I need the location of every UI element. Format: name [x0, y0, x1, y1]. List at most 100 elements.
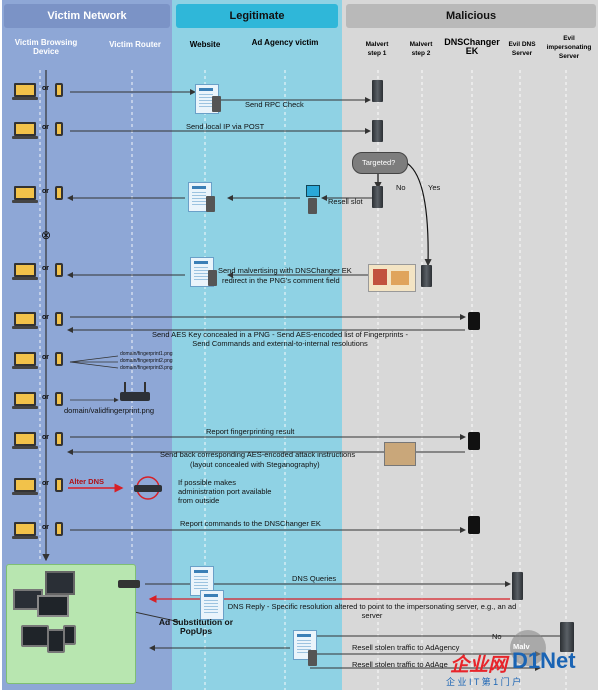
dnschanger-ek-server-icon [468, 516, 480, 534]
watermark-title-en: D1Net [512, 648, 576, 673]
subheader-browsing-device: Victim Browsing Device [14, 38, 78, 56]
msg-send-back-instructions: Send back corresponding AES-encoded atta… [160, 450, 356, 459]
laptop-icon [12, 392, 38, 409]
router-antenna-icon [144, 382, 146, 392]
watermark-tagline: 企 业 I T 第 1 门 户 [446, 677, 522, 687]
server-icon [308, 650, 317, 666]
msg-report-fingerprinting: Report fingerprinting result [206, 427, 295, 436]
msg-send-aes-key: Send AES Key concealed in a PNG - Send A… [152, 330, 408, 348]
compromised-devices-box [6, 564, 136, 684]
malvert-step1-server-icon [372, 80, 383, 102]
subheader-website: Website [189, 40, 221, 49]
targeted-decision [352, 152, 408, 174]
phone-dark-icon [63, 625, 76, 645]
server-icon [208, 270, 217, 286]
fingerprint-1-label: domain/fingerprint1.png [120, 351, 173, 357]
or-label: or [42, 188, 49, 195]
evil-dns-server-icon [512, 572, 523, 600]
server-icon [206, 196, 215, 212]
targeted-label: Targeted? [362, 158, 396, 167]
phone-icon [55, 352, 63, 366]
malv-label: Malv [513, 642, 530, 651]
or-label: or [42, 314, 49, 321]
or-label: or [42, 524, 49, 531]
or-label: or [42, 124, 49, 131]
msg-send-rpc-check: Send RPC Check [245, 100, 304, 109]
subheader-ad-agency: Ad Agency victim [251, 38, 319, 47]
ad-substitution-label: Ad Substitution or PopUps [158, 617, 234, 636]
no-label: No [396, 183, 406, 192]
stop-icon: ⊗ [41, 228, 52, 242]
watermark-title-cn: 企业网 [450, 655, 508, 676]
or-label: or [42, 265, 49, 272]
phone-icon [55, 522, 63, 536]
msg-resell-slot: Resell slot [328, 197, 363, 206]
server-icon [212, 96, 221, 112]
alter-dns-label: Alter DNS [69, 477, 105, 486]
router-icon [134, 485, 162, 492]
msg-dns-reply: DNS Reply - Specific resolution altered … [227, 602, 517, 620]
msg-send-malvertising: Send malvertising with DNSChanger EK [218, 266, 352, 275]
or-label: or [42, 434, 49, 441]
or-label: or [42, 85, 49, 92]
phone-icon [55, 83, 63, 97]
dnschanger-ek-server-icon [468, 432, 480, 450]
msg-resell-stolen-1: Resell stolen traffic to AdAgency [352, 643, 460, 652]
evil-impersonating-server-icon [560, 622, 574, 652]
msg-redirect-png: redirect in the PNG's comment field [222, 276, 340, 285]
fingerprint-3-label: domain/fingerprint3.png [120, 365, 173, 371]
phone-icon [55, 432, 63, 446]
or-label: or [42, 480, 49, 487]
subheader-evil-dns: Evil DNS Server [508, 41, 536, 57]
malvert-step2-server-icon [421, 265, 432, 287]
legitimate-header: Legitimate [176, 4, 338, 28]
router-icon [120, 392, 150, 401]
subheader-router: Victim Router [109, 40, 161, 49]
malvert-step1-server-icon [372, 186, 383, 208]
server-icon [308, 198, 317, 214]
webpage-icon [200, 590, 224, 620]
malicious-header: Malicious [346, 4, 596, 28]
valid-fingerprint-label: domain/validfingerprint.png [64, 406, 155, 415]
no-traffic-label: No [492, 632, 502, 641]
laptop-icon [12, 478, 38, 495]
phone-icon [55, 312, 63, 326]
victim-network-header: Victim Network [4, 4, 170, 28]
laptop-icon [12, 312, 38, 329]
dnschanger-ek-server-icon [468, 312, 480, 330]
or-label: or [42, 354, 49, 361]
laptop-icon [12, 186, 38, 203]
subheader-evil-impersonating: Evil impersonating Server [546, 35, 592, 60]
laptop-icon [12, 83, 38, 100]
ad-agency-icon [306, 185, 320, 197]
desktop-icon [45, 571, 75, 595]
tablet-icon [21, 625, 49, 647]
msg-send-local-ip: Send local IP via POST [186, 122, 265, 131]
laptop-dark-icon [37, 595, 69, 617]
admin-port-note: If possible makes administration port av… [178, 478, 272, 505]
steganography-image-icon [384, 442, 416, 466]
png-image-icon [368, 264, 416, 292]
phone-icon [55, 263, 63, 277]
msg-resell-stolen-2: Resell stolen traffic to AdAge [352, 660, 448, 669]
router-antenna-icon [124, 382, 126, 392]
laptop-icon [12, 263, 38, 280]
phone-icon [55, 122, 63, 136]
laptop-icon [12, 122, 38, 139]
phone-icon [55, 186, 63, 200]
or-label: or [42, 394, 49, 401]
msg-report-commands: Report commands to the DNSChanger EK [180, 519, 321, 528]
phone-icon [55, 478, 63, 492]
malicious-column [342, 0, 598, 690]
laptop-icon [12, 432, 38, 449]
msg-dns-queries: DNS Queries [292, 574, 337, 583]
malvert-step1-server-icon [372, 120, 383, 142]
phone-icon [55, 392, 63, 406]
laptop-icon [12, 522, 38, 539]
fingerprint-2-label: domain/fingerprint2.png [120, 358, 173, 364]
subheader-dnschanger-ek: DNSChanger EK [444, 37, 500, 56]
subheader-malvert-step1: Malvert step 1 [365, 41, 389, 57]
router-icon-bottom [118, 580, 140, 588]
subheader-malvert-step2: Malvert step 2 [409, 41, 433, 57]
msg-steganography: (layout concealed with Steganography) [190, 460, 320, 469]
